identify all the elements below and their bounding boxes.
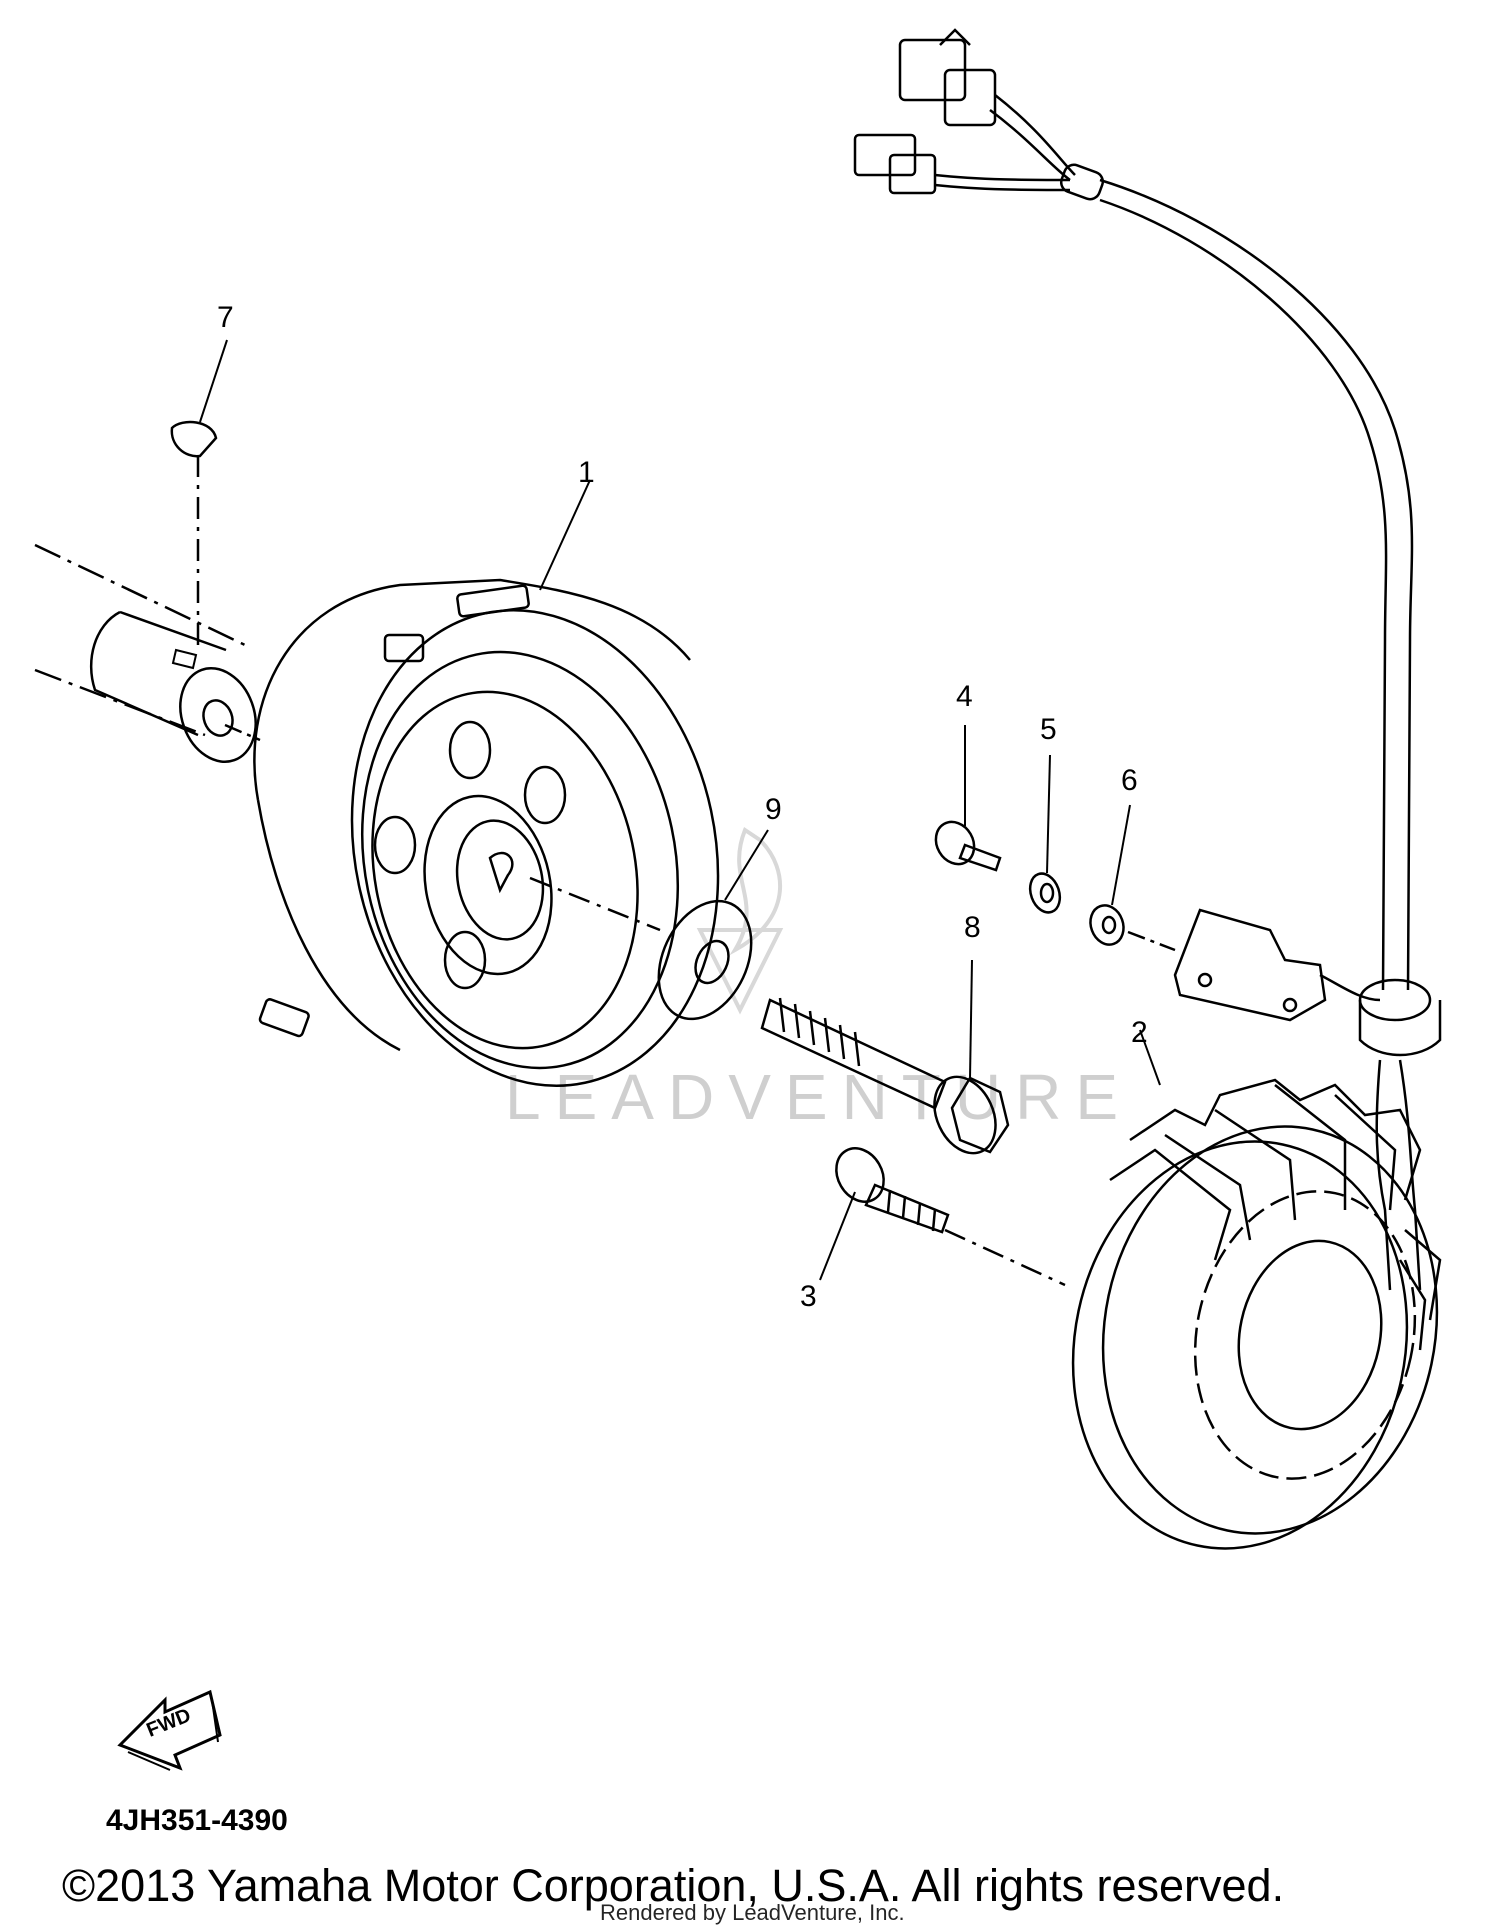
callout-2: 2 [1131, 1016, 1148, 1049]
stator-assembly [1036, 1030, 1474, 1580]
fwd-arrow-icon [120, 1692, 220, 1770]
watermark-logo [700, 830, 780, 1010]
lead-holder-screw [928, 725, 1000, 871]
woodruff-key [172, 340, 227, 648]
plain-washer [641, 830, 770, 1034]
callout-7: 7 [217, 301, 234, 334]
callout-1: 1 [578, 456, 595, 489]
stator-screw [820, 1140, 1065, 1285]
small-washer [1085, 805, 1175, 950]
watermark-text: LEADVENTURE [505, 1061, 1132, 1133]
rotor-flywheel [254, 480, 761, 1120]
callout-5: 5 [1040, 713, 1057, 746]
callout-8: 8 [964, 911, 981, 944]
diagram-code: 4JH351-4390 [106, 1804, 288, 1837]
callout-4: 4 [956, 680, 973, 713]
callout-3: 3 [800, 1280, 817, 1313]
callout-9: 9 [765, 793, 782, 826]
rotor-bolt [762, 960, 1008, 1163]
copyright-notice: ©2013 Yamaha Motor Corporation, U.S.A. A… [62, 1860, 1285, 1911]
wire-harness [855, 30, 1440, 1290]
spring-washer [1025, 755, 1065, 917]
rendered-by-credit: Rendered by LeadVenture, Inc. [600, 1900, 905, 1925]
crankshaft [35, 545, 268, 772]
callout-6: 6 [1121, 764, 1138, 797]
pickup-coil-connector [1175, 910, 1380, 1020]
